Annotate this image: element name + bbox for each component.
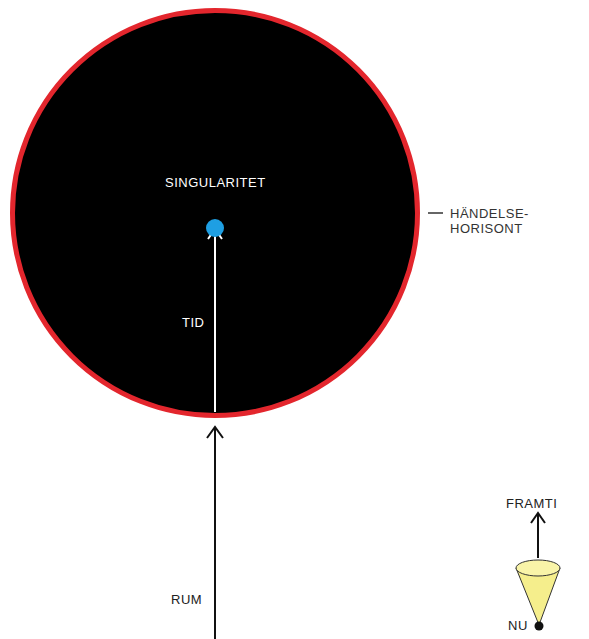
time-arrow-shaft: [214, 229, 216, 412]
time-arrow: [15, 13, 415, 413]
singularity-dot: [206, 219, 224, 237]
future-label: FRAMTI: [506, 496, 557, 511]
singularity-label: SINGULARITET: [165, 175, 266, 190]
singularity-node: SINGULARITET: [135, 175, 295, 239]
event-horizon-circle: HÄNDELSE- HORISONTSINGULARITET: [10, 8, 420, 418]
time-label: TID: [182, 315, 204, 330]
leader-line: [428, 212, 443, 214]
horizon-label: HÄNDELSE- HORISONT: [450, 206, 529, 236]
now-label: NU: [508, 618, 528, 633]
future-arrow: [531, 513, 545, 558]
space-label: RUM: [171, 592, 202, 607]
space-arrow: [207, 427, 223, 639]
